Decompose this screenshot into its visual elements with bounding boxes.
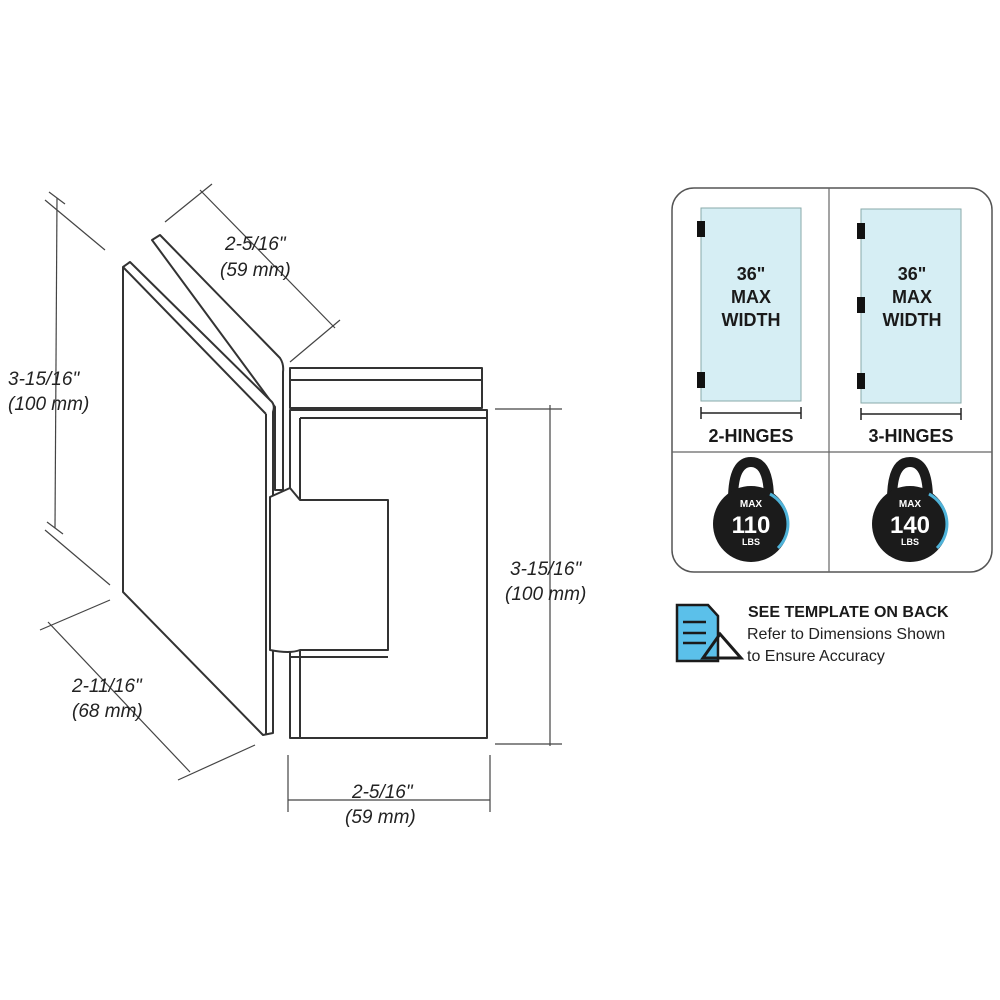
door-2-hinges: 36" MAX WIDTH 2-HINGES (697, 207, 802, 446)
hinge-icon (697, 221, 705, 237)
dim-height-right-metric: (100 mm) (505, 584, 586, 605)
dim-height-left-imperial: 3-15/16" (8, 369, 80, 390)
door-text-label: WIDTH (722, 310, 781, 330)
weight-value: 140 (890, 512, 930, 539)
dim-width-left-imperial: 2-11/16" (71, 676, 143, 697)
hinge-icon (857, 297, 865, 313)
document-with-set-square-icon (675, 603, 745, 663)
dim-width-bottom-metric: (59 mm) (345, 807, 416, 828)
door-text-max: MAX (892, 287, 932, 307)
dim-width-left-metric: (68 mm) (72, 701, 143, 722)
back-glass-plate (151, 234, 285, 491)
hinges-label-3: 3-HINGES (868, 426, 953, 446)
hinges-label-2: 2-HINGES (708, 426, 793, 446)
dim-depth-top-imperial: 2-5/16" (224, 234, 287, 255)
door-text-width: 36" (737, 264, 766, 284)
dim-height-left-metric: (100 mm) (8, 394, 89, 415)
hinge-knuckle (269, 487, 389, 653)
weight-max-label: MAX (740, 499, 763, 510)
weight-unit: LBS (901, 537, 919, 547)
dimension-lines (39, 183, 562, 812)
door-text-max: MAX (731, 287, 771, 307)
template-note-line-2: to Ensure Accuracy (747, 648, 885, 665)
hinge-icon (857, 223, 865, 239)
door-text-width: 36" (898, 264, 927, 284)
door-text-label: WIDTH (883, 310, 942, 330)
template-note-line-1: Refer to Dimensions Shown (747, 626, 945, 643)
weight-value: 110 (732, 512, 771, 539)
dim-width-bottom-imperial: 2-5/16" (351, 782, 414, 803)
weight-max-label: MAX (899, 499, 922, 510)
top-clamp (289, 367, 483, 409)
front-glass-plate (122, 261, 275, 736)
hinge-icon (857, 373, 865, 389)
weight-110-icon: MAX 110 LBS (713, 456, 790, 562)
dim-depth-top-metric: (59 mm) (220, 260, 291, 281)
dim-height-right-imperial: 3-15/16" (510, 559, 582, 580)
weight-140-icon: MAX 140 LBS (872, 456, 949, 562)
hinge-icon (697, 372, 705, 388)
hinge-drawing (122, 234, 488, 739)
template-note-title: SEE TEMPLATE ON BACK (748, 604, 949, 621)
weight-unit: LBS (742, 537, 760, 547)
door-3-hinges: 36" MAX WIDTH 3-HINGES (857, 208, 962, 446)
capacity-panel: 36" MAX WIDTH 2-HINGES MAX 110 LBS 36" M… (671, 187, 993, 573)
